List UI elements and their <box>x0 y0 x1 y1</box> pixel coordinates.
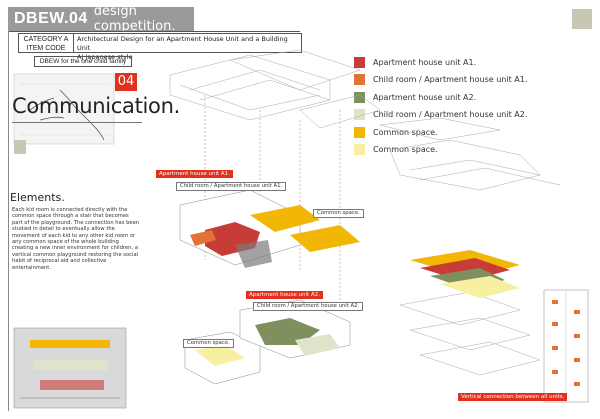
callout-apt-a1: Apartment house unit A1. <box>156 170 233 178</box>
legend-item: Child room / Apartment house unit A2. <box>354 108 527 122</box>
legend-swatch <box>354 74 365 85</box>
legend-swatch <box>354 144 365 155</box>
legend: Apartment house unit A1. Child room / Ap… <box>354 55 527 160</box>
legend-label: Child room / Apartment house unit A2. <box>373 110 528 119</box>
building-elevation <box>543 289 589 403</box>
title-sub: design competition. <box>93 4 176 34</box>
elements-title: Elements. <box>10 191 65 204</box>
legend-label: Common space. <box>373 127 438 137</box>
left-rule <box>8 31 9 411</box>
right-wireframe <box>379 117 561 376</box>
description-line-2: AJ Japanese style <box>77 53 133 61</box>
category-line-1: CATEGORY A <box>23 36 69 43</box>
category-box: CATEGORY A ITEM CODE <box>18 33 74 53</box>
title-main: DBEW.04 <box>14 10 88 27</box>
callout-child-a1: Child room / Apartment house unit A1. <box>176 182 287 191</box>
corner-square <box>572 9 592 29</box>
callout-vertical: Vertical connection between all units. <box>458 393 568 401</box>
header-rule <box>8 31 300 32</box>
category-line-2: ITEM CODE <box>26 45 66 52</box>
description-line-1: Architectural Design for an Apartment Ho… <box>77 35 288 52</box>
legend-item: Apartment house unit A2. <box>354 90 527 104</box>
legend-label: Apartment house unit A1. <box>373 57 477 67</box>
section-title-rule <box>12 122 142 123</box>
legend-item: Common space. <box>354 143 527 157</box>
interior-photo <box>13 327 127 409</box>
legend-item: Common space. <box>354 125 527 139</box>
family-box: DBEW for the one child family <box>34 56 132 67</box>
elements-text: Each kid room is connected directly with… <box>12 207 140 271</box>
legend-label: Common space. <box>373 145 438 154</box>
callout-apt-a2: Apartment house unit A2. <box>246 291 323 299</box>
section-title: Communication. <box>12 94 180 118</box>
title-bar: DBEW.04 design competition. <box>8 4 194 34</box>
legend-swatch <box>354 109 365 120</box>
callout-common-1: Common space. <box>313 209 364 218</box>
legend-label: Apartment house unit A2. <box>373 92 477 102</box>
callout-common-2: Common space. <box>183 339 234 348</box>
description-box: Architectural Design for an Apartment Ho… <box>74 33 302 61</box>
legend-label: Child room / Apartment house unit A1. <box>373 75 528 84</box>
legend-swatch <box>354 91 365 103</box>
legend-swatch <box>354 56 365 68</box>
legend-item: Child room / Apartment house unit A1. <box>354 73 527 87</box>
legend-item: Apartment house unit A1. <box>354 55 527 69</box>
unit-a1 <box>179 189 360 268</box>
legend-swatch <box>354 126 365 138</box>
section-number: 04 <box>115 73 137 91</box>
callout-child-a2: Child room / Apartment house unit A2. <box>253 302 364 311</box>
top-wireframe <box>169 49 381 129</box>
right-stack-colored <box>410 250 520 298</box>
